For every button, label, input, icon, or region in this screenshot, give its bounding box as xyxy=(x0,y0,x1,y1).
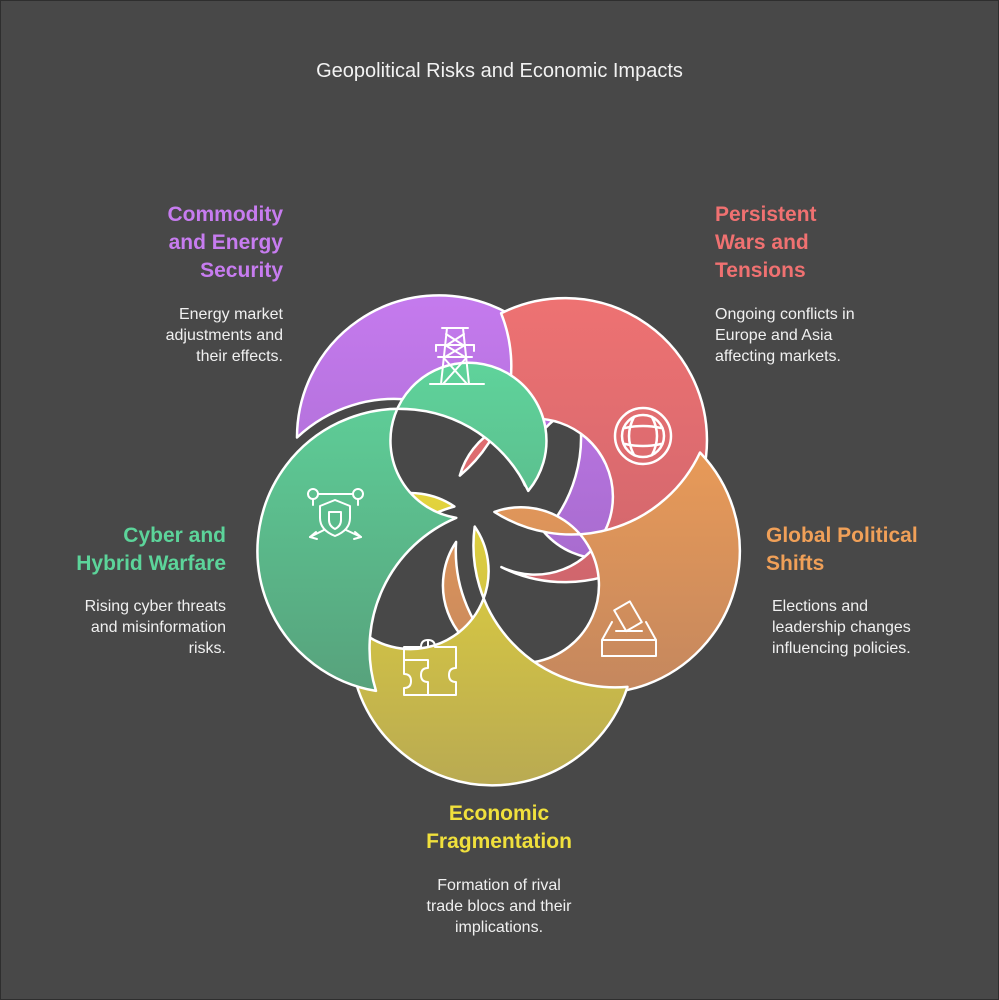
commodity-heading-line: Commodity xyxy=(167,203,284,226)
cyber-segment[interactable] xyxy=(256,361,548,693)
commodity-description-line: Energy market xyxy=(178,306,283,323)
political-description-line: influencing policies. xyxy=(772,640,911,657)
globe-icon xyxy=(613,406,673,466)
fragmentation-description-line: implications. xyxy=(454,919,544,936)
cyber-heading: Cyber and Hybrid Warfare xyxy=(76,522,226,578)
fragmentation-heading: Economic Fragmentation xyxy=(349,800,649,856)
commodity-description-line: adjustments and xyxy=(165,327,283,344)
cyber-heading-line: Cyber and xyxy=(123,524,226,547)
commodity-description-line: their effects. xyxy=(196,348,283,365)
fragmentation-heading-line: Economic xyxy=(448,802,550,825)
political-heading-line: Shifts xyxy=(766,552,825,575)
commodity-heading: Commodity and Energy Security xyxy=(168,201,284,285)
power-tower-icon xyxy=(429,327,485,385)
cyber-heading-line: Hybrid Warfare xyxy=(76,552,226,575)
ballot-box-icon xyxy=(601,600,657,657)
political-description-line: leadership changes xyxy=(772,619,911,636)
shield-network-icon xyxy=(307,488,364,540)
wars-description: Ongoing conflicts in Europe and Asia aff… xyxy=(715,304,855,367)
wars-segment[interactable] xyxy=(458,296,709,584)
cyber-description-line: and misinformation xyxy=(90,619,226,636)
fragmentation-description: Formation of rival trade blocs and their… xyxy=(349,875,649,938)
page-title: Geopolitical Risks and Economic Impacts xyxy=(316,60,683,82)
fragmentation-heading-line: Fragmentation xyxy=(426,830,572,853)
cyber-description: Rising cyber threats and misinformation … xyxy=(85,596,226,659)
commodity-heading-line: Security xyxy=(200,259,283,282)
wars-description-line: affecting markets. xyxy=(715,348,841,365)
wars-description-line: Ongoing conflicts in xyxy=(715,306,855,323)
puzzle-icon xyxy=(403,639,457,696)
political-heading-line: Global Political xyxy=(766,524,918,547)
wars-heading: Persistent Wars and Tensions xyxy=(715,201,817,285)
fragmentation-description-line: Formation of rival xyxy=(437,877,561,894)
commodity-heading-line: and Energy xyxy=(168,231,283,254)
wars-heading-line: Tensions xyxy=(715,259,806,282)
fragmentation-description-line: trade blocs and their xyxy=(426,898,572,915)
commodity-description: Energy market adjustments and their effe… xyxy=(166,304,283,367)
cyber-description-line: risks. xyxy=(188,640,226,657)
political-description-line: Elections and xyxy=(772,598,869,615)
wars-heading-line: Wars and xyxy=(715,231,809,254)
political-description: Elections and leadership changes influen… xyxy=(772,596,911,659)
wars-heading-line: Persistent xyxy=(715,203,817,226)
political-heading: Global Political Shifts xyxy=(766,522,918,578)
cyber-description-line: Rising cyber threats xyxy=(84,598,226,615)
wars-description-line: Europe and Asia xyxy=(715,327,833,344)
